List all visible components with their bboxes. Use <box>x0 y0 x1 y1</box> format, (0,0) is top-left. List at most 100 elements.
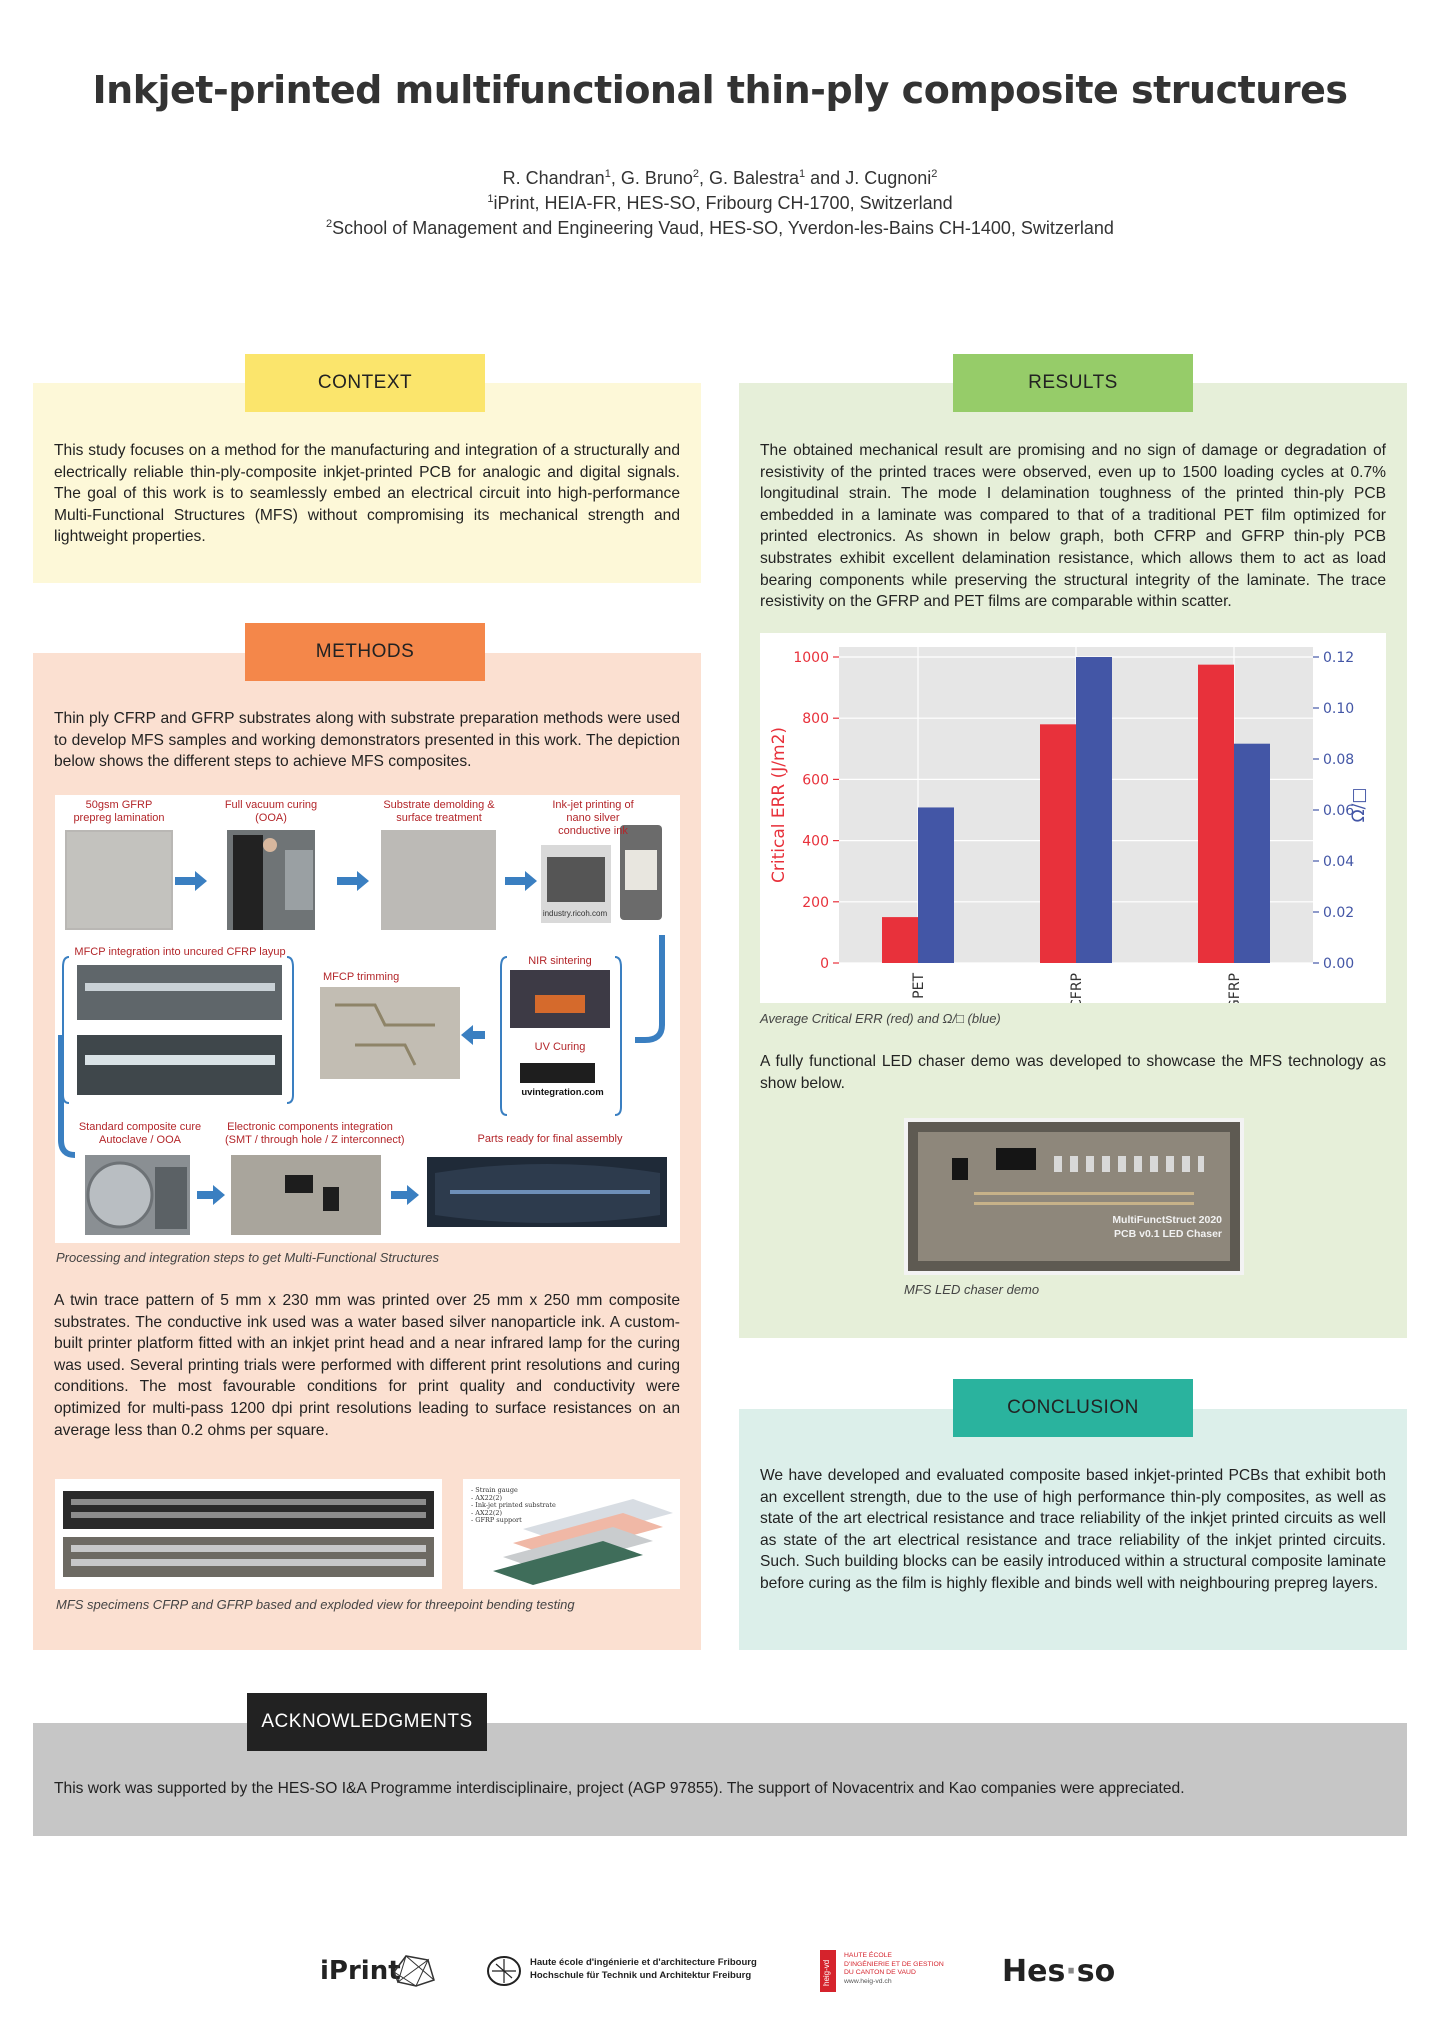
heia-fr-logo: Haute école d'ingénierie et d'architectu… <box>530 1956 757 1982</box>
conclusion-header: CONCLUSION <box>953 1379 1193 1437</box>
legend-item: - Ink-jet printed substrate <box>471 1501 556 1509</box>
poster-title: Inkjet-printed multifunctional thin-ply … <box>92 68 1348 112</box>
context-panel <box>33 383 701 583</box>
hes-so-logo-text: so <box>1076 1954 1116 1989</box>
heig-vd-line: DU CANTON DE VAUD <box>844 1969 916 1976</box>
led-caption: MFS LED chaser demo <box>904 1282 1040 1297</box>
step-label: MFCP trimming <box>323 971 400 983</box>
image-credit: industry.ricoh.com <box>542 909 608 918</box>
led-board-text: MultiFunctStruct 2020 <box>1112 1214 1222 1226</box>
affiliation-text: iPrint, HEIA-FR, HES-SO, Fribourg CH-170… <box>493 193 953 213</box>
hes-so-logo: Hes·so <box>1002 1954 1115 1989</box>
iprint-mesh-icon <box>393 1955 435 1987</box>
affiliation-text: School of Management and Engineering Vau… <box>332 218 1114 238</box>
heig-vd-logo: HAUTE ÉCOLE D'INGÉNIERIE ET DE GESTION D… <box>844 1952 944 1986</box>
results-header: RESULTS <box>953 354 1193 412</box>
affiliation-1: 1iPrint, HEIA-FR, HES-SO, Fribourg CH-17… <box>0 193 1440 214</box>
y2-tick-label: 0.04 <box>1323 854 1354 870</box>
heig-vd-logo-bar: heig-vd <box>820 1950 836 1992</box>
step-label: Ink-jet printing of nano silver conducti… <box>552 799 634 837</box>
author-name: and J. Cugnoni <box>805 168 932 188</box>
y2-tick-label: 0.08 <box>1323 752 1354 768</box>
affiliation-mark: 2 <box>326 218 333 230</box>
heig-vd-line: D'INGÉNIERIE ET DE GESTION <box>844 1960 944 1968</box>
step-label: MFCP integration into uncured CFRP layup <box>74 946 286 958</box>
context-body: This study focuses on a method for the m… <box>54 442 680 546</box>
legend-item: - AX22(2) <box>471 1508 503 1517</box>
author-list: R. Chandran1, G. Bruno2, G. Balestra1 an… <box>0 168 1440 189</box>
x-tick-label: CFRP <box>1069 973 1085 1003</box>
heig-vd-line: www.heig-vd.ch <box>844 1977 892 1985</box>
step-label: Substrate demolding & surface treatment <box>383 799 495 824</box>
results-body: The obtained mechanical result are promi… <box>760 442 1386 611</box>
exploded-legend: - Strain gauge - AX22(2) - Ink-jet print… <box>471 1486 556 1525</box>
exploded-view-graphics <box>493 1499 673 1585</box>
methods-intro: Thin ply CFRP and GFRP substrates along … <box>54 710 680 771</box>
exploded-view: - Strain gauge - AX22(2) - Ink-jet print… <box>463 1479 680 1589</box>
author-name: R. Chandran <box>502 168 605 188</box>
process-figure-graphics <box>58 825 667 1235</box>
conclusion-body: We have developed and evaluated composit… <box>760 1467 1386 1592</box>
specimen-photo <box>55 1479 442 1589</box>
hes-so-logo-dot: · <box>1065 1954 1077 1989</box>
step-label: Parts ready for final assembly <box>477 1133 623 1145</box>
author-name: , G. Balestra <box>698 168 800 188</box>
affiliation-mark: 1 <box>487 193 494 205</box>
x-tick-label: PET <box>911 973 927 999</box>
heig-vd-side-text: heig-vd <box>822 1959 831 1986</box>
affiliation-mark: 2 <box>692 168 699 180</box>
y2-tick-label: 0.06 <box>1323 803 1354 819</box>
step-label: Electronic components integration (SMT /… <box>225 1121 405 1146</box>
bar-resistivity <box>1076 657 1112 963</box>
heig-vd-line: HAUTE ÉCOLE <box>844 1952 892 1959</box>
conclusion-panel <box>739 1409 1407 1650</box>
acknowledgments-header: ACKNOWLEDGMENTS <box>247 1693 487 1751</box>
results-body-2: A fully functional LED chaser demo was d… <box>760 1053 1386 1092</box>
step-label: 50gsm GFRP prepreg lamination <box>73 799 165 824</box>
affiliation-2: 2School of Management and Engineering Va… <box>0 218 1440 239</box>
chart-caption: Average Critical ERR (red) and Ω/□ (blue… <box>760 1011 1001 1026</box>
bar-resistivity <box>1234 743 1270 963</box>
y2-tick-label: 0.12 <box>1323 650 1354 666</box>
y2-tick-label: 0.02 <box>1323 905 1354 921</box>
context-header: CONTEXT <box>245 354 485 412</box>
y-axis-label-right: Ω/□ <box>1349 788 1369 823</box>
y2-tick-label: 0.10 <box>1323 701 1354 717</box>
specimen-caption: MFS specimens CFRP and GFRP based and ex… <box>56 1597 575 1612</box>
methods-header: METHODS <box>245 623 485 681</box>
bar-critical-err <box>1198 664 1234 963</box>
led-chaser-photo: MultiFunctStruct 2020 PCB v0.1 LED Chase… <box>904 1118 1244 1275</box>
y-tick-label: 600 <box>802 772 829 788</box>
bar-critical-err <box>1040 724 1076 963</box>
y-tick-label: 800 <box>802 711 829 727</box>
heia-fr-line: Haute école d'ingénierie et d'architectu… <box>530 1957 757 1968</box>
step-label: Full vacuum curing (OOA) <box>224 799 318 824</box>
y-tick-label: 0 <box>820 956 829 972</box>
affiliation-mark: 1 <box>604 168 611 180</box>
step-label: UV Curing <box>534 1041 586 1053</box>
y2-tick-label: 0.00 <box>1323 956 1354 972</box>
image-credit: adphos.co <box>515 1032 557 1042</box>
legend-item: - AX22(2) <box>471 1493 503 1502</box>
affiliation-mark: 2 <box>931 168 938 180</box>
process-figure: 50gsm GFRP prepreg lamination Full vacuu… <box>55 795 680 1243</box>
figure-caption: Processing and integration steps to get … <box>56 1250 439 1265</box>
author-name: , G. Bruno <box>610 168 693 188</box>
bar-resistivity <box>918 807 954 963</box>
led-board-text: PCB v0.1 LED Chaser <box>1114 1228 1222 1240</box>
y-tick-label: 400 <box>802 834 829 850</box>
affiliation-mark: 1 <box>799 168 806 180</box>
heia-fr-icon <box>487 1956 521 1986</box>
iprint-logo-text: iPrint <box>320 1956 401 1986</box>
y-tick-label: 200 <box>802 895 829 911</box>
step-label: NIR sintering <box>528 955 592 967</box>
bar-critical-err <box>882 917 918 963</box>
y-tick-label: 1000 <box>793 650 829 666</box>
legend-item: - GFRP support <box>471 1516 522 1524</box>
heia-fr-line: Hochschule für Technik und Architektur F… <box>530 1970 752 1981</box>
y-axis-label-left: Critical ERR (J/m2) <box>769 727 789 883</box>
acknowledgments-body: This work was supported by the HES-SO I&… <box>54 1780 1185 1797</box>
step-label: Standard composite cure Autoclave / OOA <box>78 1121 202 1146</box>
image-credit: uvintegration.com <box>521 1087 604 1098</box>
results-chart: 0 200 400 600 800 1000 0.00 0.02 0.04 0.06 0.08 0.… <box>760 633 1386 1010</box>
